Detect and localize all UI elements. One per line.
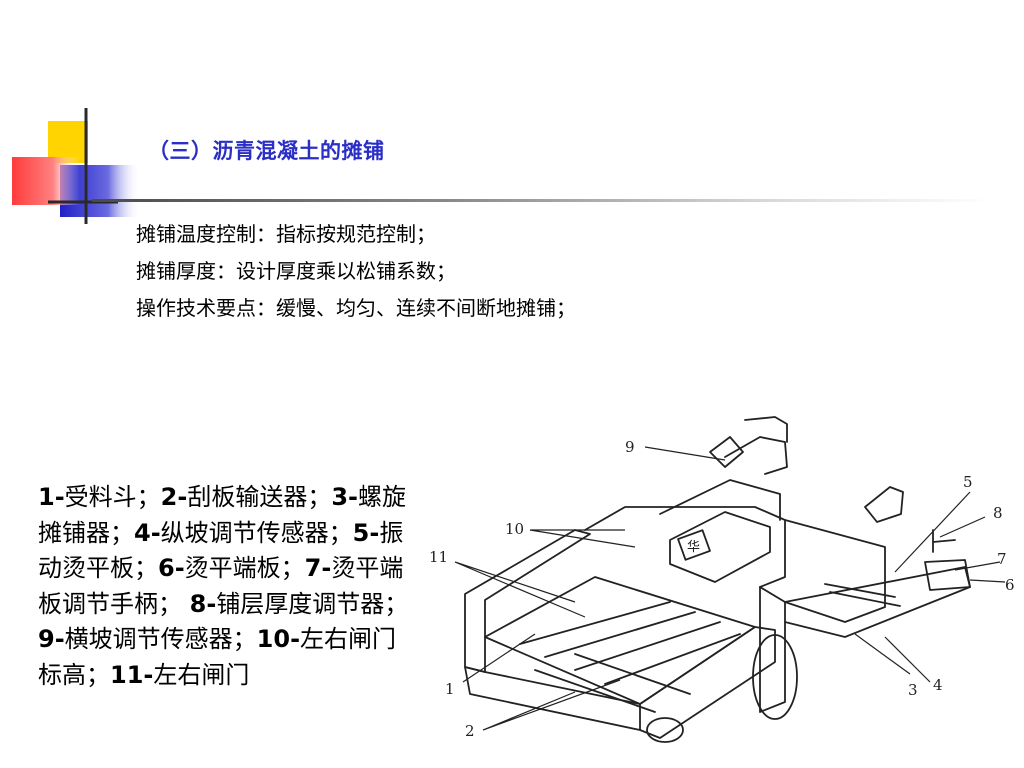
deco-red-square bbox=[12, 157, 80, 205]
legend-text: 振动烫平板； bbox=[38, 518, 404, 583]
leader-8 bbox=[939, 516, 986, 538]
callout-11: 11 bbox=[429, 548, 448, 566]
legend-num: 4- bbox=[134, 518, 161, 547]
legend-num: 2- bbox=[160, 483, 188, 511]
side-frame bbox=[759, 586, 786, 713]
callout-6: 6 bbox=[1005, 576, 1015, 594]
seat-back bbox=[709, 436, 744, 468]
leader-5 bbox=[894, 491, 971, 573]
asphalt-paver-diagram: 华 1 2 3 4 5 6 7 8 9 10 11 bbox=[429, 416, 1015, 743]
leader-10 bbox=[529, 529, 636, 548]
bullet-item: 摊铺温度控制：指标按规范控制； bbox=[136, 222, 436, 246]
screed-end-plate bbox=[924, 559, 971, 591]
callout-8: 8 bbox=[993, 504, 1003, 522]
legend-num: 6- bbox=[158, 554, 185, 582]
legend-text: 左右闸门 bbox=[153, 660, 250, 689]
leader-7 bbox=[954, 561, 1001, 571]
leader-4 bbox=[884, 636, 931, 683]
leader-6 bbox=[969, 579, 1006, 583]
deco-yellow-square bbox=[48, 121, 88, 163]
callout-7: 7 bbox=[997, 550, 1007, 568]
legend-text: 螺旋摊铺器； bbox=[38, 483, 407, 547]
callout-1: 1 bbox=[445, 680, 455, 698]
legend-text: 受料斗； bbox=[64, 483, 161, 511]
legend-num: 9- bbox=[38, 625, 65, 653]
title-underline bbox=[92, 199, 992, 202]
slide-title: （三）沥青混凝土的摊铺 bbox=[148, 139, 385, 163]
conveyor-rails bbox=[534, 653, 691, 713]
legend-text: 纵坡调节传感器； bbox=[160, 518, 353, 547]
legend-text: 铺层厚度调节器； bbox=[216, 589, 409, 618]
legend-num: 3- bbox=[331, 483, 359, 511]
machine-body bbox=[584, 506, 786, 628]
bullet-item: 操作技术要点：缓慢、均匀、连续不间断地摊铺； bbox=[136, 296, 576, 320]
engine-hatch bbox=[669, 511, 771, 583]
component-legend: 1-受料斗；2-刮板输送器；3-螺旋摊铺器；4-纵坡调节传感器；5-振动烫平板；… bbox=[38, 480, 418, 693]
bullet-item: 摊铺厚度：设计厚度乘以松铺系数； bbox=[136, 259, 456, 283]
conveyor-slats bbox=[519, 601, 741, 685]
callout-4: 4 bbox=[933, 676, 943, 694]
corner-decoration bbox=[12, 108, 140, 224]
legend-num: 10- bbox=[256, 625, 301, 653]
stamp-char: 华 bbox=[687, 540, 700, 555]
hopper-front bbox=[464, 666, 641, 731]
leader-11 bbox=[454, 561, 586, 618]
legend-text: 烫平端板； bbox=[184, 554, 305, 582]
auger bbox=[824, 583, 901, 607]
stamp-box bbox=[677, 529, 711, 561]
callout-9: 9 bbox=[625, 438, 635, 456]
legend-num: 7- bbox=[304, 554, 332, 582]
leader-9 bbox=[644, 446, 726, 461]
legend-num: 5- bbox=[352, 518, 380, 547]
legend-num: 11- bbox=[110, 660, 154, 689]
operator-seat bbox=[724, 416, 788, 475]
front-wheel bbox=[646, 717, 684, 743]
callout-10: 10 bbox=[505, 520, 524, 538]
legend-num: 8- bbox=[189, 589, 217, 618]
legend-text: 烫平端板调节手柄； bbox=[38, 554, 404, 618]
callout-2: 2 bbox=[465, 722, 475, 740]
legend-text: 横坡调节传感器； bbox=[64, 625, 257, 653]
legend-text: 左右闸门标高； bbox=[38, 625, 397, 689]
leader-1 bbox=[462, 633, 536, 683]
rear-wheel bbox=[752, 634, 798, 720]
rear-frame bbox=[784, 519, 886, 623]
legend-text: 刮板输送器； bbox=[187, 483, 332, 511]
bullet-list: 摊铺温度控制：指标按规范控制； 摊铺厚度：设计厚度乘以松铺系数； 操作技术要点：… bbox=[136, 216, 576, 327]
engine-cover bbox=[659, 479, 781, 521]
leader-3 bbox=[854, 633, 911, 675]
thickness-adjuster bbox=[932, 529, 956, 553]
rear-seat bbox=[864, 486, 904, 523]
callout-5: 5 bbox=[963, 473, 973, 491]
legend-num: 1- bbox=[38, 483, 65, 511]
hopper-right-wall bbox=[639, 626, 776, 739]
leader-2 bbox=[482, 679, 621, 731]
callout-3: 3 bbox=[908, 681, 918, 699]
